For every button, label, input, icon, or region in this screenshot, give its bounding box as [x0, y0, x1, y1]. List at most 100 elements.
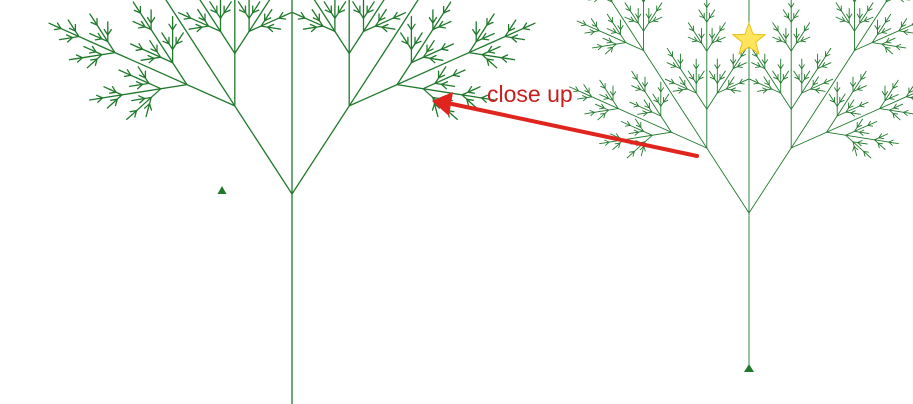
tree-branch	[266, 26, 274, 33]
tree-branch	[594, 103, 601, 107]
tree-branch	[94, 38, 103, 41]
tree-branch	[699, 15, 705, 19]
tree-branch	[628, 132, 635, 135]
tree-branch	[874, 25, 878, 31]
tree-branch	[720, 36, 726, 40]
tree-branch	[827, 78, 834, 82]
tree-branch	[694, 36, 698, 42]
tree-branch	[507, 27, 516, 32]
tree-branch	[584, 90, 590, 94]
tree-branch	[679, 59, 684, 65]
tree-branch	[827, 47, 832, 53]
tree-branch	[597, 45, 603, 51]
tree-branch	[825, 62, 832, 66]
tree-branch	[711, 33, 716, 39]
tree-branch	[575, 86, 579, 92]
tree-branch	[701, 70, 705, 76]
tree-branch	[606, 13, 611, 19]
tree-branch	[635, 124, 642, 128]
tree-branch	[896, 116, 901, 121]
tree-branch	[835, 2, 840, 8]
tree-branch	[284, 12, 292, 17]
tree-branch	[473, 86, 481, 91]
tree-branch	[398, 12, 407, 17]
tree-branch	[428, 16, 434, 24]
tree-branch	[227, 1, 232, 8]
tree-branch	[606, 0, 613, 3]
tree-branch	[757, 62, 761, 68]
tree-branch	[266, 23, 275, 28]
tree-branch	[635, 118, 639, 124]
tree-branch	[677, 59, 681, 65]
tree-branch	[671, 78, 675, 84]
tree-branch	[590, 31, 595, 36]
close-up-label: close up	[487, 81, 573, 107]
tree-branch	[175, 40, 183, 45]
tree-branch	[877, 142, 880, 149]
tree-branch	[310, 26, 318, 33]
tree-branch	[106, 102, 113, 109]
tree-branch	[907, 112, 913, 115]
tree-branch	[801, 64, 805, 70]
tree-branch	[446, 1, 452, 9]
tree-branch	[161, 32, 167, 40]
tree-branch	[643, 112, 648, 117]
tree-branch	[793, 70, 797, 76]
tree-branch	[480, 97, 487, 103]
triangle-marker-icon	[217, 186, 227, 194]
tree-branch	[429, 57, 436, 64]
tree-branch	[839, 99, 845, 103]
tree-branch	[596, 43, 603, 47]
tree-branch	[377, 0, 385, 11]
tree-branch	[643, 99, 648, 105]
tree-branch	[91, 45, 97, 53]
tree-branch	[597, 116, 602, 121]
tree-branch	[698, 9, 702, 15]
tree-branch	[132, 1, 138, 9]
tree-branch	[110, 98, 118, 101]
tree-branch	[658, 2, 663, 8]
tree-branch	[678, 89, 684, 94]
tree-branch	[599, 94, 605, 97]
tree-branch	[480, 94, 489, 99]
tree-branch	[773, 76, 779, 80]
tree-branch	[313, 0, 322, 11]
tree-branch	[83, 45, 91, 50]
tree-branch	[819, 90, 826, 92]
tree-branch	[634, 131, 640, 136]
tree-branch	[633, 129, 640, 133]
tree-branch	[630, 16, 635, 22]
tree-branch	[599, 142, 605, 145]
tree-branch	[859, 118, 863, 124]
tree-branch	[607, 19, 614, 23]
tree-branch	[892, 85, 898, 89]
tree-branch	[582, 95, 588, 98]
tree-branch	[722, 70, 726, 76]
tree-branch	[223, 9, 231, 14]
tree-branch	[487, 51, 496, 54]
tree-branch	[893, 107, 899, 110]
tree-branch	[753, 82, 759, 85]
tree-branch	[135, 81, 144, 86]
tree-branch	[179, 32, 184, 40]
tree-branch	[849, 82, 854, 88]
tree-branch	[730, 87, 736, 91]
tree-branch	[788, 3, 792, 8]
tree-branch	[576, 20, 582, 24]
tree-branch	[58, 37, 67, 41]
tree-branch	[573, 90, 579, 93]
tree-branch	[749, 78, 755, 82]
tree-branch	[730, 59, 734, 65]
closeup-fractal-tree	[48, 0, 536, 404]
tree-branch	[677, 87, 684, 91]
tree-branch	[323, 1, 329, 8]
tree-branch	[95, 94, 104, 99]
tree-branch	[53, 27, 62, 31]
tree-branch	[134, 109, 138, 118]
tree-branch	[852, 145, 855, 152]
tree-branch	[56, 22, 62, 30]
tree-branch	[858, 131, 864, 136]
tree-branch	[435, 58, 444, 61]
tree-branch	[841, 93, 846, 99]
tree-branch	[273, 27, 282, 30]
